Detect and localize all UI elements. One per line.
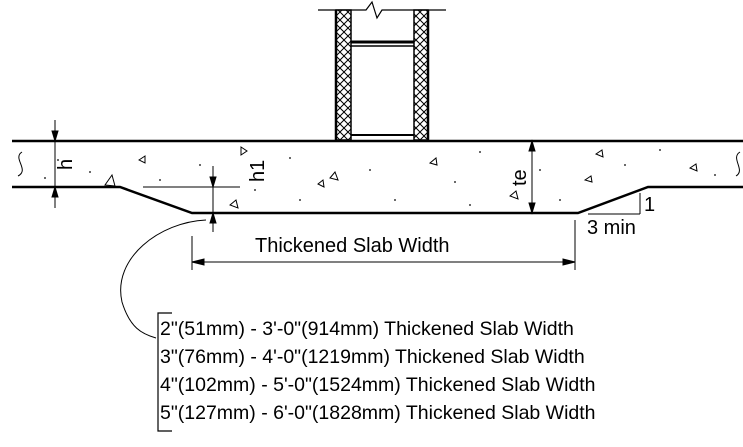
wall-left-hatch	[335, 9, 352, 141]
wall	[318, 0, 446, 141]
slope-indicator	[588, 193, 641, 215]
label-h1: h1	[247, 160, 269, 182]
slab-break-right	[735, 151, 741, 177]
leader-curve	[120, 219, 207, 339]
table-row: 4"(102mm) - 5'-0"(1524mm) Thickened Slab…	[160, 374, 596, 396]
slab	[12, 139, 743, 215]
wall-right-hatch	[413, 9, 429, 141]
table-row: 2"(51mm) - 3'-0"(914mm) Thickened Slab W…	[160, 318, 574, 340]
dim-h1	[143, 166, 240, 232]
slab-break-left	[17, 151, 23, 177]
table-bracket	[157, 312, 172, 432]
label-te: te	[509, 169, 531, 186]
slab-bottom-profile	[12, 185, 743, 215]
dim-te	[528, 139, 536, 215]
table-row: 5"(127mm) - 6'-0"(1828mm) Thickened Slab…	[160, 402, 596, 424]
table-row: 3"(76mm) - 4'-0"(1219mm) Thickened Slab …	[160, 346, 585, 368]
wall-break-mark	[318, 0, 446, 20]
thickness-table: 2"(51mm) - 3'-0"(914mm) Thickened Slab W…	[160, 318, 596, 424]
concrete-speckles	[44, 149, 716, 206]
label-h: h	[55, 159, 77, 170]
dim-h	[50, 120, 80, 208]
label-width: Thickened Slab Width	[255, 235, 450, 257]
concrete-aggregate	[104, 146, 698, 209]
dim-width	[191, 220, 576, 270]
label-slope-run: 3 min	[587, 217, 636, 239]
label-slope-rise: 1	[644, 194, 655, 216]
